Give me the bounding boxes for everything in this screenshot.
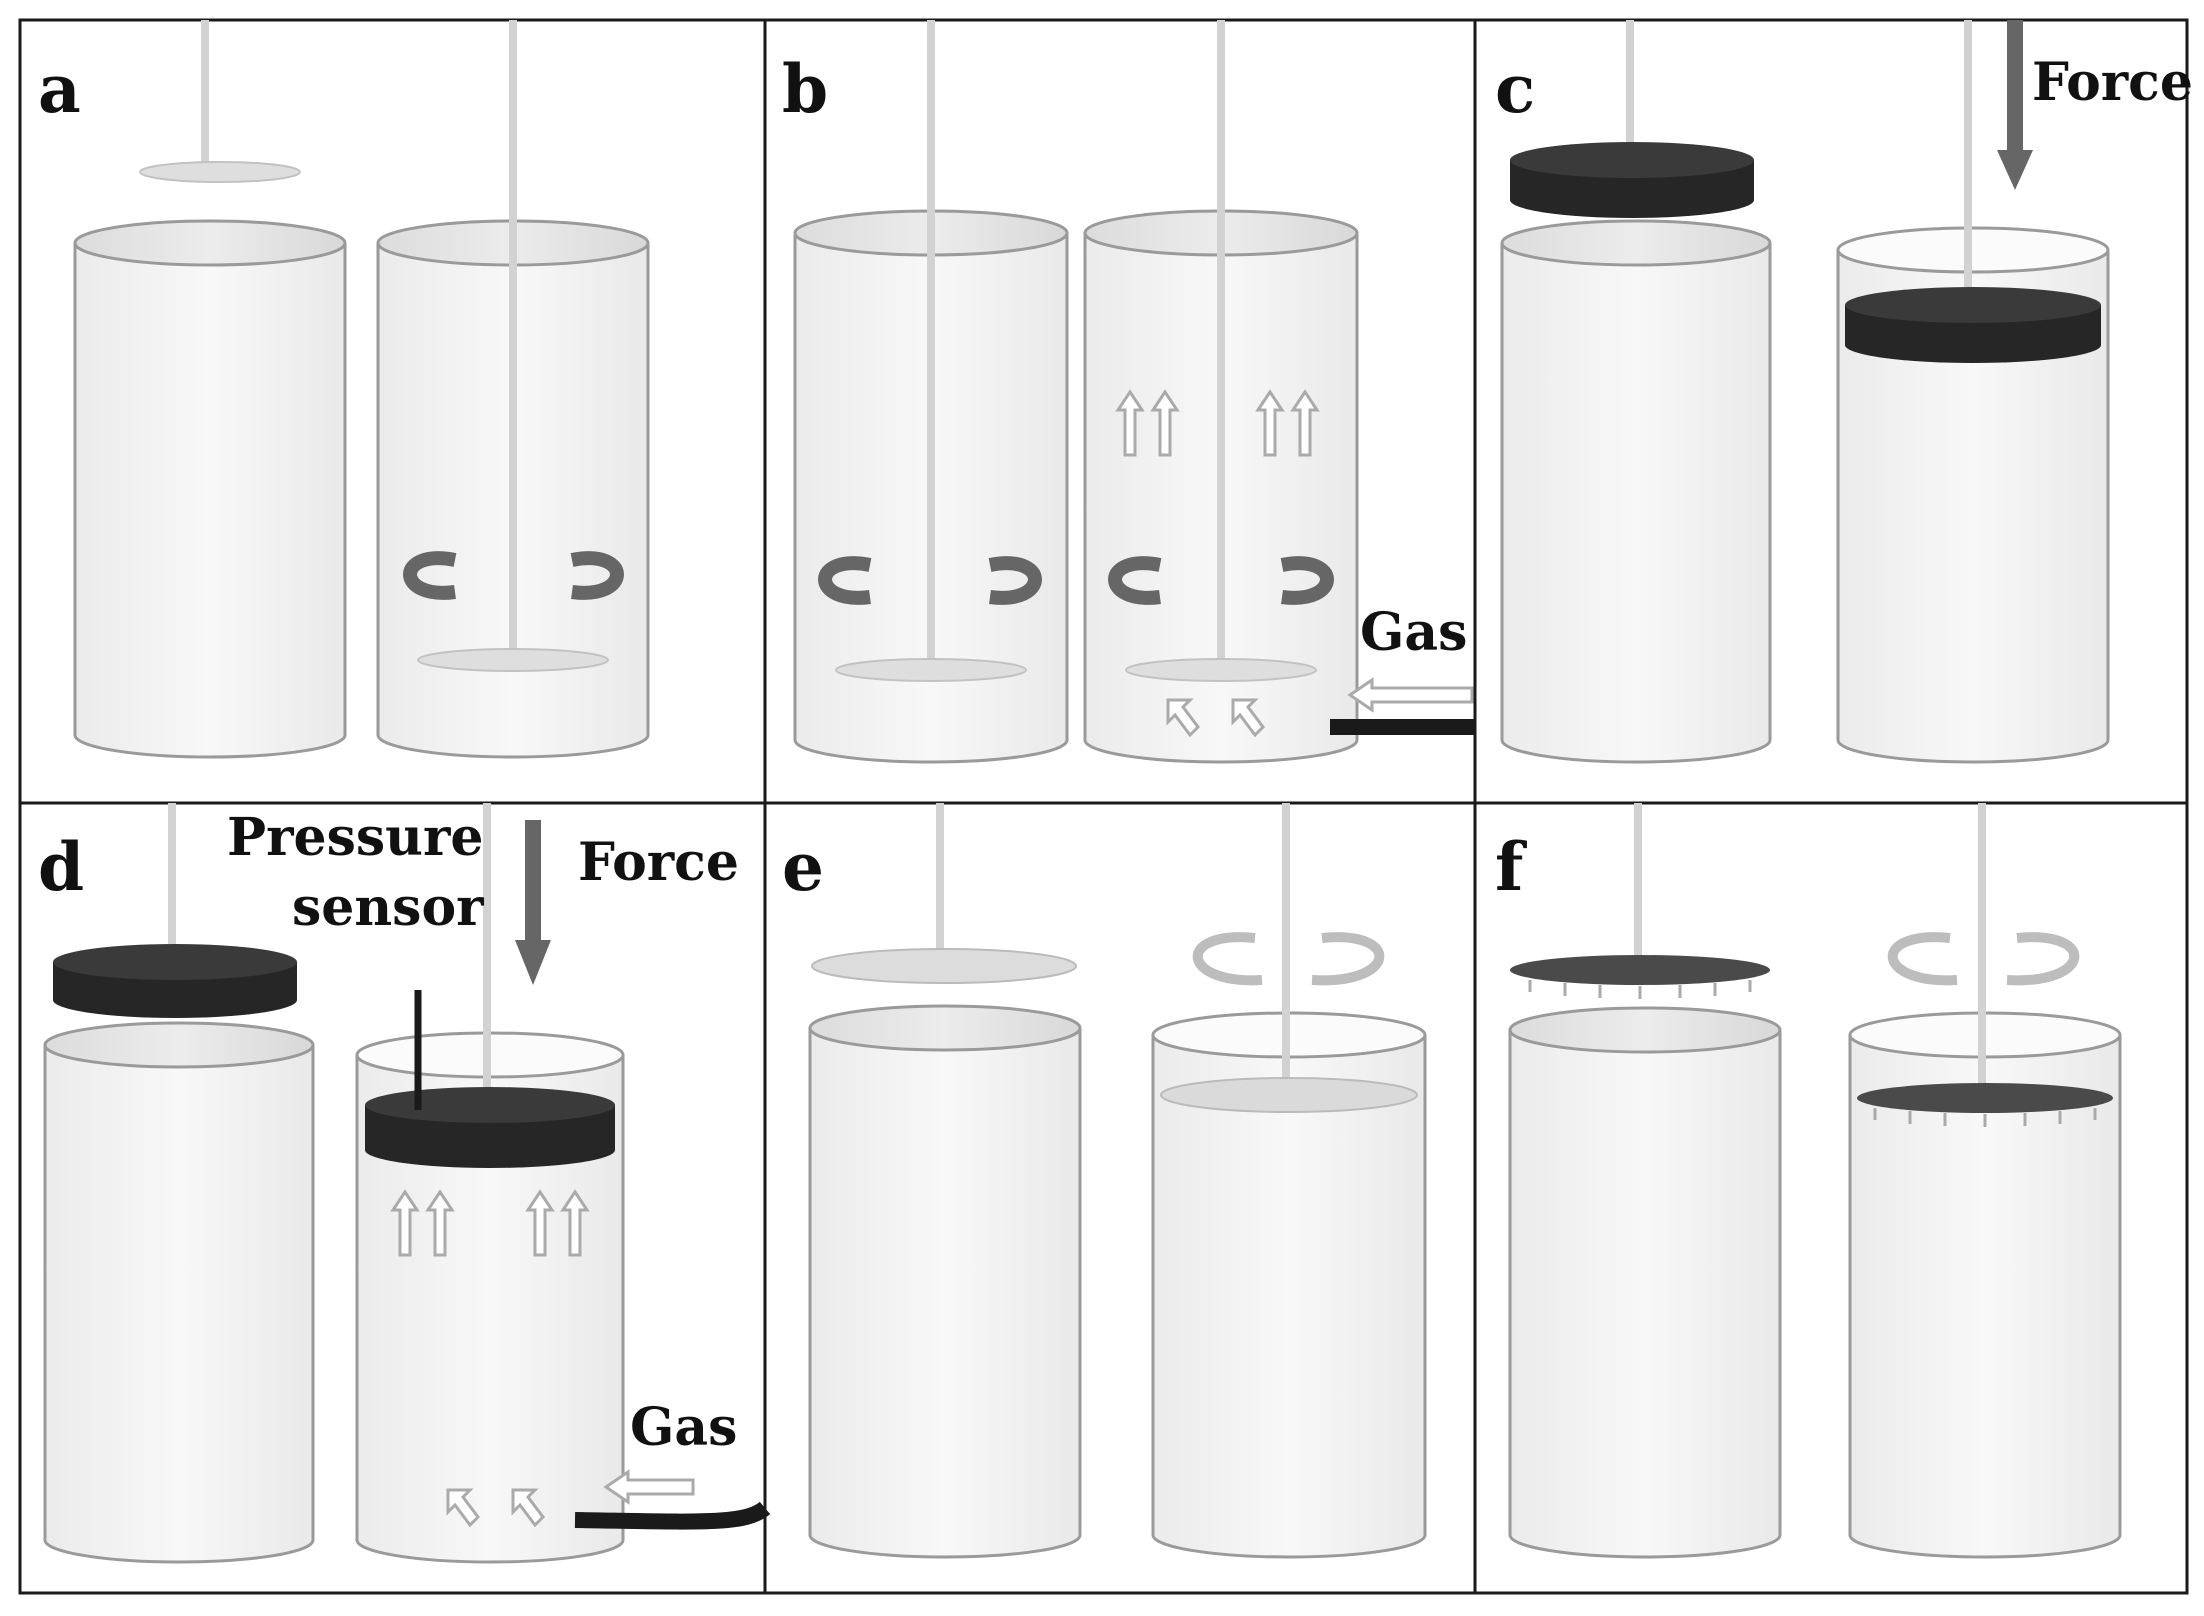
rotation-arrow-icon [1887, 932, 1958, 986]
rotation-arrow-icon [1192, 932, 1263, 986]
piston [365, 1087, 615, 1168]
disc-teeth [1873, 1108, 2097, 1127]
bubble-up-arrows [390, 1189, 590, 1528]
rotation-arrow-icon [1280, 556, 1334, 605]
panel-c: c Force [1495, 20, 2193, 764]
gas-arrow-icon [1347, 677, 1474, 713]
gas-label: Gas [630, 1397, 737, 1458]
piston [1845, 287, 2101, 363]
impeller-disc [835, 658, 1027, 682]
rotation-arrow-icon [570, 551, 624, 600]
panel-b: b Gas [782, 20, 1475, 764]
force-label: Force [578, 832, 739, 893]
impeller-disc [139, 161, 301, 183]
panel-label-d: d [38, 828, 84, 906]
panel-label-a: a [38, 50, 81, 128]
panel-d: d Pressure sensor Force [38, 803, 771, 1564]
toothed-disc [1857, 1083, 2113, 1113]
cylinder [808, 1004, 1082, 1559]
piston [53, 944, 297, 1018]
gas-label: Gas [1360, 602, 1467, 663]
panel-label-f: f [1495, 828, 1527, 906]
rotation-arrow-icon [818, 556, 872, 605]
force-arrowhead-icon [1997, 150, 2033, 190]
panel-f: f [1495, 803, 2122, 1559]
toothed-disc [1510, 955, 1770, 985]
pressure-sensor-label-line2: sensor [292, 877, 484, 938]
force-arrowhead-icon [515, 940, 551, 985]
rotation-arrow-icon [988, 556, 1042, 605]
porous-disc [1160, 1077, 1418, 1113]
cylinder [1508, 1006, 1782, 1559]
gas-arrow-icon [603, 1469, 695, 1505]
panel-a: a [38, 20, 650, 759]
cylinder [1500, 219, 1772, 764]
piston [1510, 142, 1754, 218]
rotation-arrow-icon [403, 551, 457, 600]
panel-f-frame [1473, 801, 2189, 1595]
panel-e: e [782, 803, 1427, 1559]
pressure-sensor-label-line1: Pressure [227, 807, 483, 868]
panel-label-c: c [1495, 50, 1535, 128]
rotation-arrow-icon [2006, 932, 2080, 986]
porous-disc [811, 948, 1077, 984]
impeller-disc [1125, 658, 1317, 682]
panel-label-e: e [782, 828, 824, 906]
force-label: Force [2032, 52, 2193, 113]
impeller-disc [417, 648, 609, 672]
panel-frames [18, 18, 2189, 1595]
disc-teeth [1528, 980, 1752, 999]
rotation-arrow-icon [1108, 556, 1162, 605]
cylinder [73, 219, 347, 759]
gas-pipe [574, 1501, 771, 1530]
bubble-up-arrows [1115, 389, 1320, 738]
panel-label-b: b [782, 50, 828, 128]
cylinder [43, 1021, 315, 1564]
rotation-arrow-icon [1311, 932, 1385, 986]
cylinder [1836, 226, 2110, 764]
